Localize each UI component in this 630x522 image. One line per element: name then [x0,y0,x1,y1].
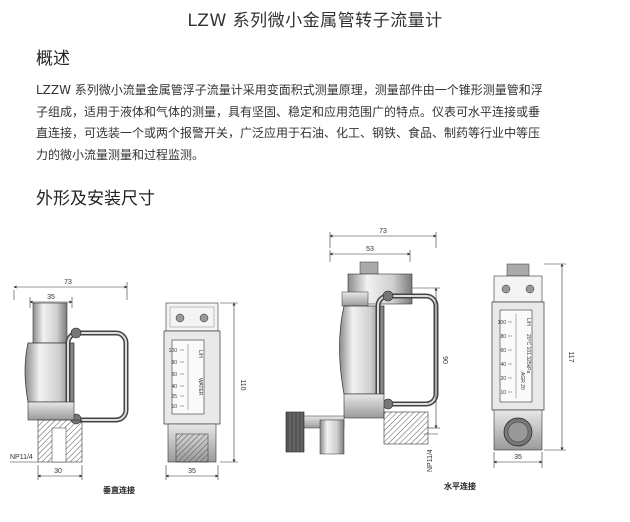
caption-horizontal: 水平连接 [443,481,476,491]
dim-overall-width: 73 [379,228,387,235]
dim-height: 117 [567,351,574,362]
paragraph-line: 直连接，可选装一个或两个报警开关，广泛应用于石油、化工、钢铁、食品、制药等行业中… [36,126,541,140]
caption-vertical: 垂直连接 [103,485,135,495]
dim-thread: NP11/4 [427,449,434,472]
paragraph-line: 力的微小流量测量和过程监测。 [36,147,205,162]
dim-height: 110 [239,379,246,390]
dim-body-width: 35 [47,294,55,301]
scale-tick: 100 [169,348,178,354]
dim-bottom-width: 30 [54,468,62,475]
dim-bottom-width: 35 [514,454,522,461]
scale-tick: 80 [500,334,506,340]
horizontal-connection-drawing: 73 53 90 NP11/4 [285,228,574,491]
scale-note: 20°C 101.325kPa [525,334,531,373]
paragraph-line: 子组成，适用于液体和气体的测量，具有坚固、稳定和应用范围广的特点。仪表可水平连接… [36,104,541,119]
scale-unit: L/H [197,350,203,358]
dim-overall-width: 73 [64,279,72,286]
scale-tick: 40 [171,384,177,390]
paragraph-line: LZZW 系列微小流量金属管浮子流量计采用变面积式测量原理，测量部件由一个锥形测… [36,83,543,97]
vertical-connection-drawing: 73 35 NP11/4 30 [10,279,246,495]
dim-side-width: 35 [188,468,196,475]
scale-tick: 80 [171,360,177,366]
section-heading-overview: 概述 [36,49,70,69]
vertical-scale: 100 80 60 40 25 10 L/H WATER [169,348,203,410]
scale-tick: 25 [171,394,177,400]
dim-body-width: 53 [366,246,374,253]
scale-unit: L/H [525,318,531,326]
scale-tick: 10 [171,404,177,410]
dim-inner-height: 90 [441,356,448,364]
section-heading-dimensions: 外形及安装尺寸 [36,189,155,209]
document-title: LZW 系列微小金属管转子流量计 [187,11,443,31]
dim-thread: NP11/4 [10,454,33,461]
scale-label: AGR 20 [519,372,525,390]
overview-paragraph: LZZW 系列微小流量金属管浮子流量计采用变面积式测量原理，测量部件由一个锥形测… [36,80,606,166]
scale-tick: 20 [500,376,506,382]
scale-tick: 100 [498,320,507,326]
scale-tick: 40 [500,362,506,368]
scale-label: WATER [197,378,203,396]
scale-tick: 60 [171,372,177,378]
scale-tick: 60 [500,348,506,354]
scale-tick: 10 [500,390,506,396]
horizontal-scale: 100 80 60 40 20 10 L/H 20°C 101.325kPa A… [498,318,531,396]
